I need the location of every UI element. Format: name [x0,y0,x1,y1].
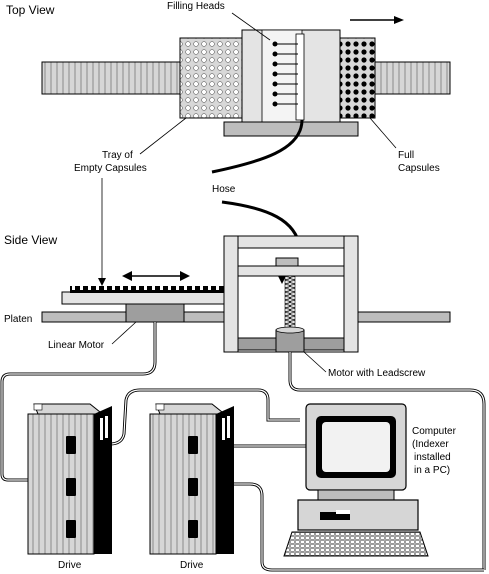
computer-base [297,499,419,531]
computer-label-line1: Computer [412,426,457,437]
empty-capsule-tray [179,37,251,119]
cables [0,322,486,572]
filling-heads-leader [231,12,271,41]
full-capsules-leader [369,117,397,149]
top-hose [211,119,304,174]
linear-motor [125,303,185,323]
direction-arrow-icon [350,16,404,24]
platen-label: Platen [4,314,32,325]
computer-label-line4: in a PC) [414,465,450,476]
filling-head-nozzles [272,41,298,107]
double-arrow-icon [122,271,190,281]
leadscrew-motor [275,326,305,353]
drive-right-label: Drive [180,560,204,571]
filling-heads-label: Filling Heads [167,1,225,12]
tray-label-line1: Tray of [102,150,133,161]
computer-label-line2: (Indexer [412,439,449,450]
computer-label-line3: installed [414,452,451,463]
motor-leadscrew-label: Motor with Leadscrew [328,368,426,379]
drive-left [27,403,112,555]
full-capsules-line1: Full [398,150,414,161]
tray-pointer-arrow-icon [98,278,106,286]
motor-leadscrew-leader [303,351,327,373]
tray-label-line2: Empty Capsules [74,163,147,174]
tray-leader [139,117,187,155]
linear-motor-label: Linear Motor [48,340,105,351]
drive-right [149,403,234,555]
top-view-title: Top View [6,3,55,17]
filling-head-carriage [223,29,359,137]
side-view-title: Side View [4,233,57,247]
full-capsules-line2: Capsules [398,163,440,174]
linear-motor-leader [111,321,137,345]
hose-label: Hose [212,184,236,195]
computer-keyboard [283,531,429,557]
drive-left-label: Drive [58,560,82,571]
computer-monitor [305,403,407,501]
